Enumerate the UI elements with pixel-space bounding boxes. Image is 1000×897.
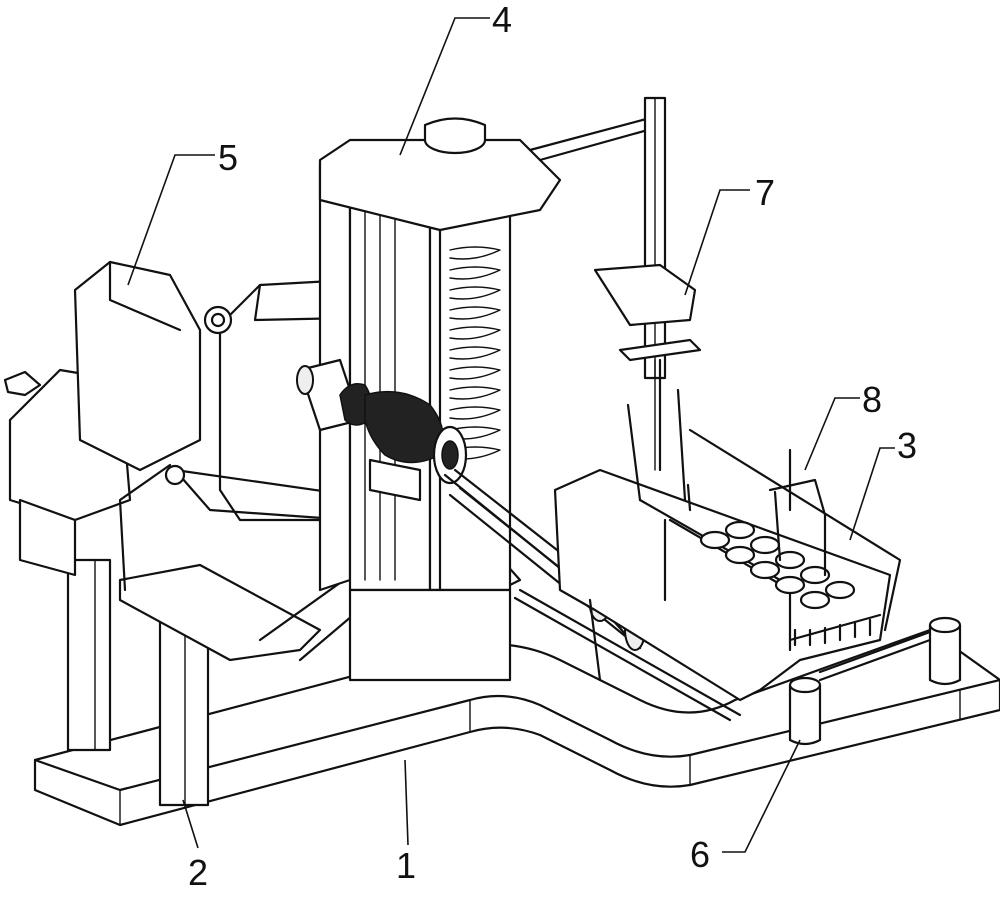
label-7: 7 (755, 172, 775, 213)
label-2: 2 (188, 852, 208, 893)
press-arm (528, 96, 702, 472)
label-6: 6 (690, 834, 710, 875)
callout-2: 2 (182, 799, 208, 893)
callout-8: 8 (804, 379, 882, 471)
callout-7: 7 (684, 172, 775, 296)
callout-1: 1 (396, 759, 416, 886)
label-1: 1 (396, 845, 416, 886)
callout-6: 6 (690, 739, 801, 875)
guide-bracket (768, 448, 827, 577)
callout-3: 3 (849, 425, 917, 541)
end-posts (788, 616, 962, 746)
label-3: 3 (897, 425, 917, 466)
base-plate (33, 628, 1000, 827)
roller-set (699, 520, 856, 610)
label-5: 5 (218, 137, 238, 178)
callout-4: 4 (399, 0, 512, 156)
label-4: 4 (492, 0, 512, 40)
label-8: 8 (862, 379, 882, 420)
feed-channel (553, 388, 902, 702)
support-legs (66, 558, 210, 807)
callout-5: 5 (127, 137, 238, 286)
motor (296, 358, 468, 502)
